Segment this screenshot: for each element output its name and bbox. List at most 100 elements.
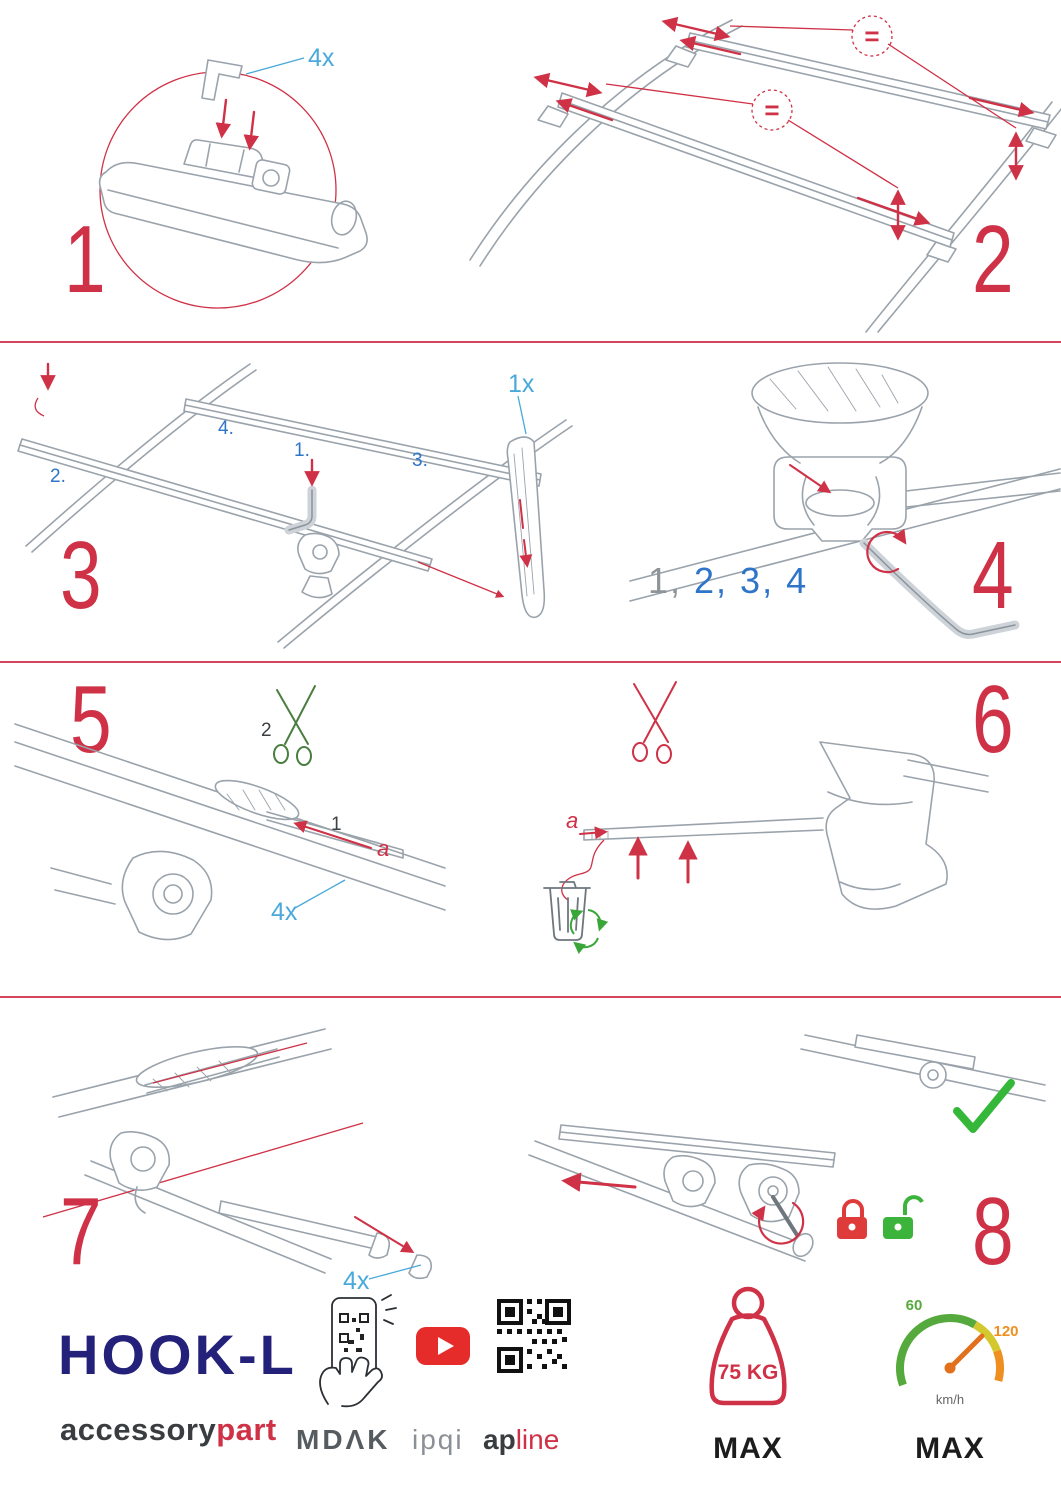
- step7-qty-label: 4x: [343, 1267, 370, 1295]
- clamp-body: [773, 456, 907, 542]
- cross-bar: [558, 1124, 836, 1168]
- checkmark-icon: [953, 1079, 1015, 1133]
- partner-apline-first: ap: [483, 1424, 516, 1455]
- roof-bar: [98, 161, 368, 264]
- speed-max-label: MAX: [915, 1432, 985, 1465]
- youtube-icon: [416, 1327, 470, 1365]
- clamp-body: [50, 850, 213, 941]
- sequence-rest: 2, 3, 4: [682, 560, 809, 601]
- bar-key-icon: [771, 1195, 814, 1258]
- weight-max-icon: 75 KG: [709, 1286, 787, 1406]
- pointer-arrow: [579, 826, 608, 840]
- step4-artwork: [629, 362, 1061, 639]
- weight-max-label: MAX: [713, 1432, 783, 1465]
- equal-spacing-badge: =: [729, 15, 1017, 129]
- roof-rails: [25, 363, 573, 649]
- equal-spacing-badge: =: [605, 83, 899, 189]
- section-divider-1: [0, 341, 1061, 343]
- insert-arrow: [215, 98, 232, 139]
- clamp-with-lock: [738, 1162, 800, 1223]
- step-number-2: 2: [972, 206, 1014, 313]
- end-cap-assembly: [218, 1200, 433, 1280]
- speed-unit-label: km/h: [936, 1392, 964, 1407]
- slide-arrow: [561, 1172, 637, 1192]
- callout-line: [517, 395, 527, 435]
- step5-qty-label: 4x: [271, 898, 298, 926]
- gauge-needle: [947, 1333, 985, 1371]
- bracket-part: [201, 59, 243, 101]
- step-number-4: 4: [972, 522, 1014, 629]
- substep-3-label: 3.: [412, 450, 428, 471]
- callout-line: [294, 879, 346, 909]
- step6-dim-a: a: [566, 808, 578, 833]
- brand-name: accessorypart: [60, 1412, 277, 1448]
- rail-funnel: [751, 362, 929, 464]
- brand-first: accessory: [60, 1412, 217, 1447]
- section-divider-3: [0, 996, 1061, 998]
- bar-feet: [537, 45, 1057, 263]
- equal-sign: =: [764, 95, 779, 125]
- step2-artwork: = =: [469, 15, 1061, 333]
- rotate-hint: [34, 397, 45, 417]
- pointer-arrow: [789, 464, 832, 494]
- installed-detail: [800, 1034, 1046, 1102]
- step5-order-2: 2: [261, 720, 272, 741]
- partner-mdak: MDΛK: [296, 1424, 391, 1455]
- step5-artwork: 2 1 a 4x: [14, 685, 446, 941]
- callout-line: [245, 57, 305, 75]
- scissors-icon: [632, 681, 677, 764]
- brand-second: part: [216, 1412, 277, 1447]
- locked-padlock-icon: [837, 1199, 867, 1239]
- cross-bar: [905, 472, 1061, 508]
- step6-artwork: a: [543, 681, 989, 954]
- step1-qty-label: 4x: [308, 44, 335, 72]
- clamp-body: [297, 532, 340, 599]
- scissors-icon: [273, 685, 316, 766]
- trash-bin-icon: [543, 881, 591, 941]
- step-number-6: 6: [972, 666, 1014, 773]
- substep-2-label: 2.: [50, 466, 66, 487]
- step4-sequence-label: 1, 2, 3, 4: [648, 560, 808, 602]
- step-number-3: 3: [60, 522, 102, 629]
- unlocked-padlock-icon: [883, 1195, 924, 1239]
- weight-value-label: 75 KG: [718, 1361, 779, 1384]
- partner-apline-second: line: [515, 1424, 560, 1455]
- product-name: HOOK-L: [58, 1323, 297, 1386]
- substep-4-label: 4.: [218, 418, 234, 439]
- roof-edge-lines: [14, 723, 446, 911]
- measure-arrows: [533, 16, 1035, 241]
- allen-key-icon: [284, 485, 317, 535]
- rotate-arrow: [751, 1201, 805, 1245]
- rail-opening: [214, 779, 300, 821]
- fit-cap-arrow: [354, 1216, 415, 1254]
- speed-low-label: 60: [906, 1297, 923, 1314]
- step3-qty-label: 1x: [508, 370, 535, 398]
- substep-1-label: 1.: [294, 440, 310, 461]
- step5-order-1: 1: [331, 814, 342, 835]
- strip-guide-line: [152, 1042, 308, 1084]
- partner-apline: apline: [483, 1424, 559, 1456]
- recycle-icon: [569, 909, 609, 954]
- step-number-1: 1: [64, 206, 106, 313]
- partner-ipqi: ipqi: [412, 1424, 464, 1455]
- step7-artwork: 4x: [42, 1028, 433, 1295]
- speedometer-icon: 60 120 km/h: [896, 1297, 1019, 1407]
- insert-arrow: [243, 110, 260, 151]
- equal-sign: =: [864, 21, 879, 51]
- qr-code-icon: [497, 1299, 571, 1373]
- step-number-5: 5: [70, 666, 112, 773]
- step5-dim-a: a: [377, 836, 389, 861]
- cut-arrow: [293, 820, 372, 849]
- step-number-8: 8: [972, 1178, 1014, 1285]
- rubber-strip: [583, 817, 824, 841]
- offcut-curl: [561, 839, 605, 901]
- pointer-line: [417, 561, 505, 598]
- allen-key-icon: [859, 538, 1020, 639]
- clamp-body: [109, 1131, 171, 1214]
- step8-artwork: [528, 1034, 1046, 1262]
- rubber-strip: [266, 811, 404, 859]
- section-divider-2: [0, 661, 1061, 663]
- step-number-7: 7: [60, 1178, 102, 1285]
- speed-high-label: 120: [993, 1323, 1018, 1340]
